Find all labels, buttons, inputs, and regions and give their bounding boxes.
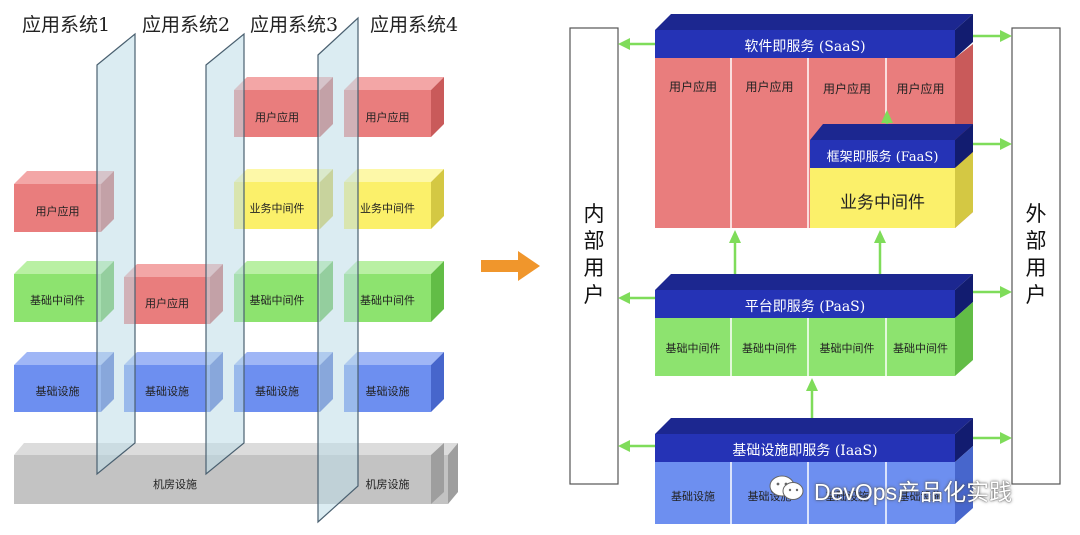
iaas-infra: 基础设施 <box>898 490 943 503</box>
green-arrows <box>618 30 1012 452</box>
saas-user-app: 用户应用 <box>896 82 945 96</box>
label-user-app: 用户应用 <box>365 111 410 124</box>
faas-block <box>810 124 973 228</box>
iaas-infra: 基础设施 <box>671 490 715 503</box>
system-title-1: 应用系统1 <box>22 14 111 36</box>
left-infra-blocks <box>14 352 444 412</box>
wechat-icon <box>768 474 806 502</box>
saas-user-app: 用户应用 <box>822 82 871 96</box>
faas-title: 框架即服务 (FaaS) <box>826 150 939 165</box>
iaas-body <box>655 446 973 524</box>
paas-base-mw: 基础中间件 <box>665 342 721 355</box>
iaas-infra: 基础设施 <box>825 490 869 503</box>
paas-title: 平台即服务 (PaaS) <box>744 299 866 315</box>
divider-panes <box>96 16 359 524</box>
watermark-text: DevOps产品化实践 <box>814 479 1013 505</box>
label-biz-mw: 业务中间件 <box>249 202 305 215</box>
internal-users-pillar <box>569 27 619 485</box>
label-user-app: 用户应用 <box>145 297 189 310</box>
label-base-mw: 基础中间件 <box>30 294 85 307</box>
external-users-label: 外部用户 <box>1025 202 1047 307</box>
label-user-app: 用户应用 <box>35 205 80 218</box>
iaas-bar <box>655 418 973 462</box>
label-base-mw: 基础中间件 <box>249 294 305 307</box>
internal-users-label: 内部用户 <box>583 202 605 307</box>
saas-user-app: 用户应用 <box>668 80 717 94</box>
paas-bar <box>655 274 973 318</box>
faas-biz-mw: 业务中间件 <box>840 193 925 213</box>
label-infra: 基础设施 <box>365 385 410 398</box>
external-users-pillar <box>1011 27 1061 485</box>
saas-title: 软件即服务 (SaaS) <box>744 39 866 55</box>
label-user-app: 用户应用 <box>255 111 299 124</box>
label-datacenter: 机房设施 <box>153 478 197 491</box>
paas-base-mw: 基础中间件 <box>742 342 797 355</box>
paas-base-mw: 基础中间件 <box>819 342 875 355</box>
label-biz-mw: 业务中间件 <box>360 202 415 215</box>
label-datacenter: 机房设施 <box>365 478 410 491</box>
label-infra: 基础设施 <box>35 385 80 398</box>
paas-body <box>655 302 973 376</box>
system-title-3: 应用系统3 <box>250 14 339 36</box>
transform-arrow <box>481 251 540 281</box>
datacenter-block-right <box>344 443 444 504</box>
paas-base-mw: 基础中间件 <box>893 342 948 355</box>
iaas-title: 基础设施即服务 (IaaS) <box>732 443 878 459</box>
system-title-4: 应用系统4 <box>370 14 459 36</box>
system-title-2: 应用系统2 <box>142 14 231 36</box>
label-infra: 基础设施 <box>255 385 299 398</box>
saas-bar <box>655 14 973 58</box>
saas-user-app: 用户应用 <box>745 80 794 94</box>
label-base-mw: 基础中间件 <box>360 294 415 307</box>
label-infra: 基础设施 <box>145 385 189 398</box>
